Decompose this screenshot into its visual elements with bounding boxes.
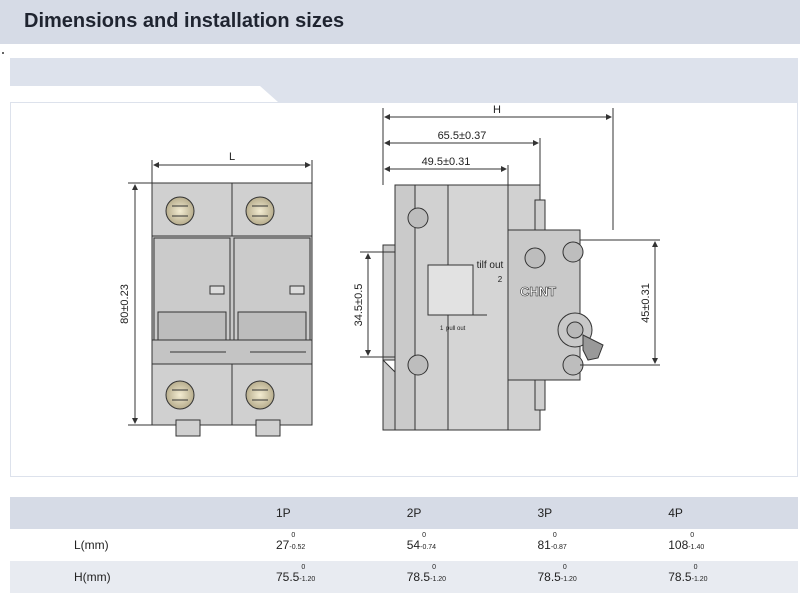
- side-view: [360, 108, 660, 431]
- dim-65-label: 65.5±0.37: [438, 130, 487, 142]
- tilt-label: tilf out: [477, 260, 504, 271]
- front-height-label: 80±0.23: [119, 284, 131, 324]
- row-label: L(mm): [74, 538, 109, 552]
- table-header-row: 1P 2P 3P 4P: [10, 497, 798, 529]
- row-label: H(mm): [10, 561, 275, 593]
- header-cell: 4P: [667, 497, 798, 529]
- header-cell: 3P: [536, 497, 668, 529]
- pull-number: 1: [440, 326, 444, 332]
- panel-tab: [10, 86, 278, 102]
- pull-label: pull out: [446, 326, 466, 332]
- dim-45-label: 45±0.31: [640, 283, 652, 323]
- dim-49-label: 49.5±0.31: [422, 156, 471, 168]
- brand-label: CHNT: [520, 284, 556, 299]
- side-width-label: H: [493, 104, 501, 116]
- tilt-number: 2: [498, 275, 503, 284]
- header-cell: 2P: [405, 497, 537, 529]
- page-title: Dimensions and installation sizes: [24, 10, 345, 32]
- title-bar: Dimensions and installation sizes: [0, 0, 800, 44]
- front-width-label: L: [229, 151, 235, 163]
- dim-34-label: 34.5±0.5: [353, 284, 365, 327]
- header-cell: [10, 497, 275, 529]
- header-cell: 1P: [275, 497, 406, 529]
- mark-dot: [2, 52, 4, 54]
- front-view: [128, 160, 313, 437]
